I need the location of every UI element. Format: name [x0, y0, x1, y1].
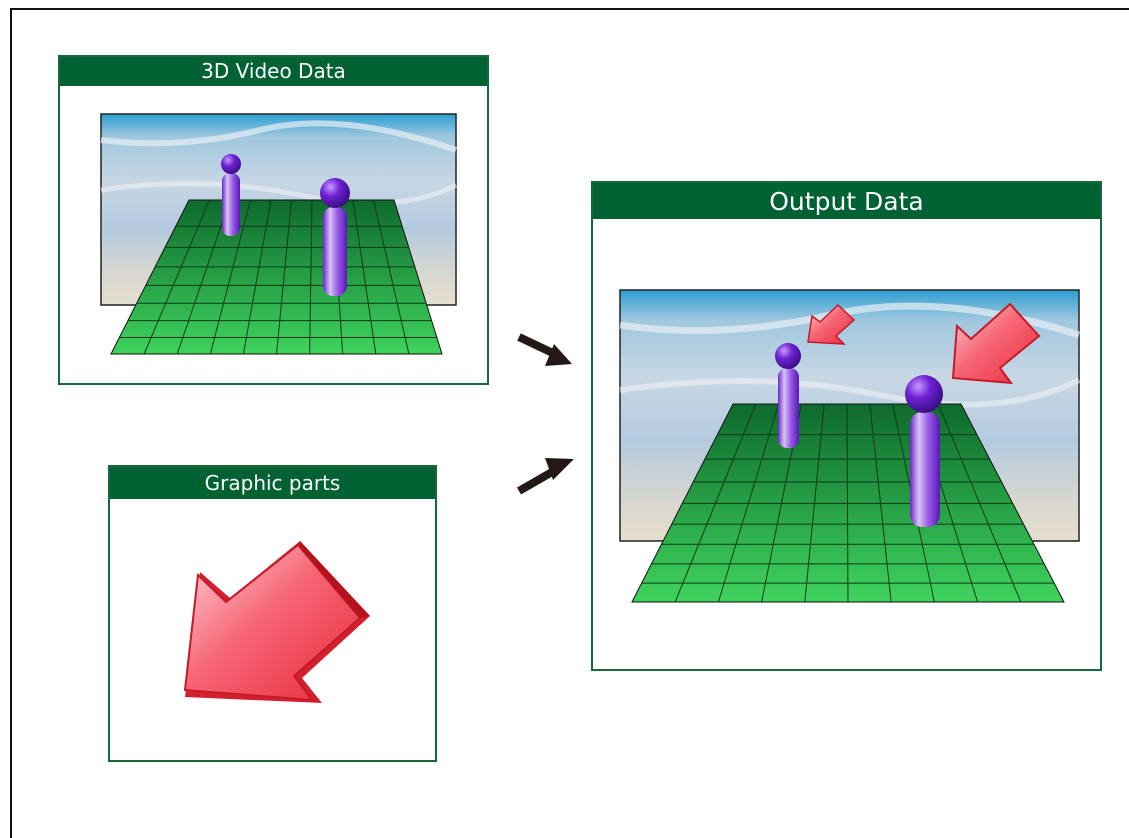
video-data-panel: 3D Video Data	[58, 55, 489, 385]
green-grid-floor	[631, 403, 1065, 603]
green-grid-floor	[110, 199, 443, 355]
large-figure	[320, 178, 350, 296]
red-3d-arrow-icon	[183, 541, 370, 703]
graphic-parts-title: Graphic parts	[110, 467, 435, 499]
small-red-arrow-icon	[807, 303, 856, 345]
video-scene	[100, 113, 458, 355]
graphic-parts-panel: Graphic parts	[108, 465, 437, 762]
output-data-title: Output Data	[593, 183, 1100, 219]
large-figure	[905, 375, 943, 527]
large-red-arrow-icon	[951, 302, 1041, 385]
video-data-title: 3D Video Data	[60, 57, 487, 86]
small-figure	[775, 343, 801, 448]
page-frame	[10, 8, 1129, 838]
small-figure	[221, 154, 241, 236]
output-scene	[619, 289, 1081, 603]
output-data-panel: Output Data	[591, 181, 1102, 671]
